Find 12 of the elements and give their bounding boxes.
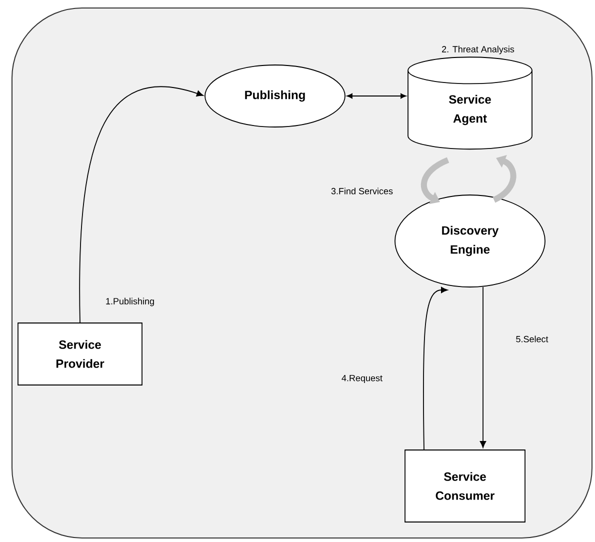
database-cylinder: Service Agent	[408, 56, 532, 150]
arrow	[79, 86, 204, 323]
ellipse-node: Discovery Engine	[394, 194, 546, 288]
edge-label: 3.Find Services	[330, 186, 394, 196]
ellipse-node: Publishing	[204, 64, 346, 128]
edge-label: 5.Select	[514, 334, 550, 344]
arrow	[480, 286, 486, 448]
arrow	[422, 286, 448, 450]
arrow	[346, 93, 406, 99]
process-box: Service Consumer	[404, 450, 526, 522]
node-caption: 2. Threat Analysis	[442, 46, 514, 54]
process-box: Service Provider	[18, 322, 142, 386]
